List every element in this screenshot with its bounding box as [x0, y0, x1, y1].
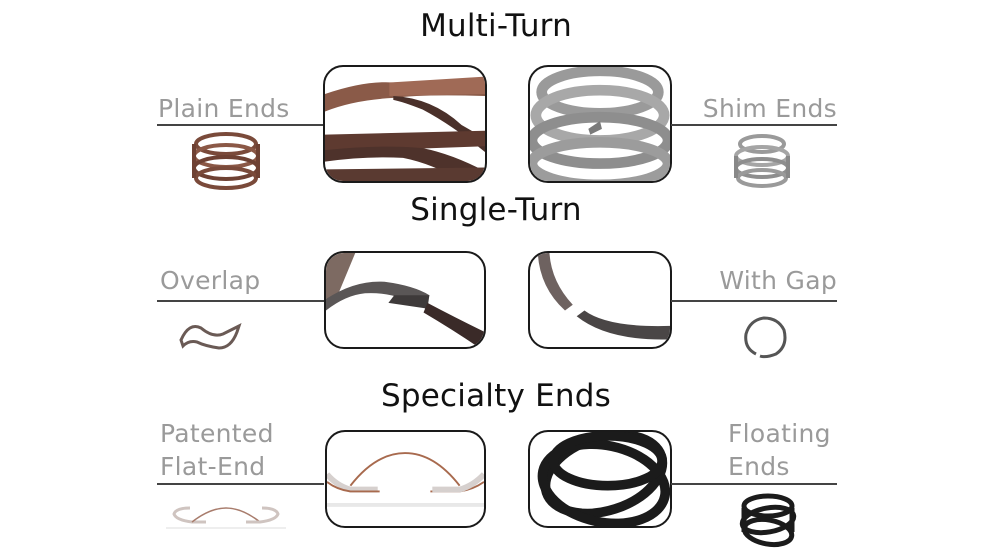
steel-multi-turn-wave-spring-icon [732, 132, 792, 190]
divider-line-overlap [157, 300, 324, 302]
section-title-specialty-ends: Specialty Ends [381, 378, 611, 414]
label-patented-flat-end-line-1: Patented [160, 419, 274, 448]
floating-ends-detail-box [528, 430, 672, 528]
label-floating-ends-line-2: Ends [728, 452, 790, 481]
copper-multi-turn-wave-spring-icon [188, 130, 264, 192]
label-with-gap: With Gap [719, 266, 837, 295]
overlap-single-turn-wave-spring-icon [175, 318, 245, 354]
label-floating-ends-line-1: Floating [728, 419, 831, 448]
label-plain-ends: Plain Ends [158, 94, 290, 123]
label-overlap: Overlap [160, 266, 261, 295]
gap-ends-closeup-icon [537, 253, 670, 340]
divider-line-plain-ends [157, 124, 324, 126]
divider-line-patented-flat-end [157, 483, 324, 485]
divider-line-floating-ends [671, 483, 837, 485]
label-patented-flat-end-line-2: Flat-End [160, 452, 266, 481]
section-title-single-turn: Single-Turn [410, 192, 582, 228]
plain-ends-detail-box [323, 65, 487, 183]
divider-line-shim-ends [671, 124, 837, 126]
gap-single-turn-wave-spring-icon [740, 312, 790, 360]
black-floating-ends-wave-spring-icon [738, 490, 798, 552]
overlap-detail-box [324, 251, 486, 349]
shim-ends-detail-box [528, 65, 672, 183]
section-title-multi-turn: Multi-Turn [420, 8, 572, 44]
label-shim-ends: Shim Ends [702, 94, 837, 123]
overlap-ends-closeup-icon [326, 253, 484, 347]
gap-detail-box [528, 251, 672, 349]
divider-line-with-gap [671, 300, 837, 302]
floating-ends-closeup-icon [537, 432, 670, 526]
copper-plain-ends-closeup-icon [325, 76, 485, 181]
flat-end-closeup-icon [327, 452, 484, 507]
flat-end-detail-box [325, 430, 486, 528]
flat-end-wave-spring-icon [162, 504, 290, 530]
steel-shim-ends-closeup-icon [530, 67, 670, 181]
